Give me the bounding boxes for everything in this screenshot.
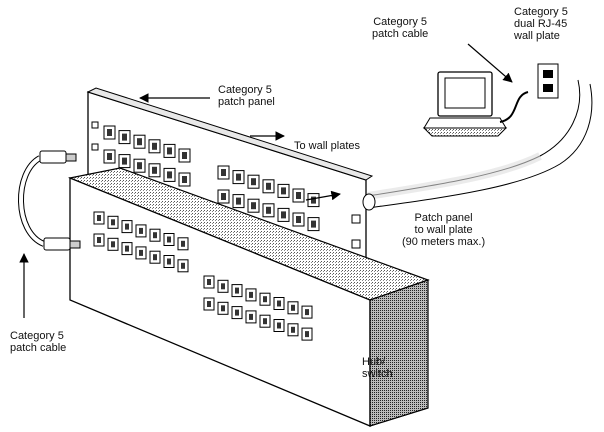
rj45-jack-opening — [266, 206, 271, 214]
rj45-jack-opening — [277, 322, 281, 329]
rj45-jack-opening — [167, 171, 172, 179]
rj45-jack-opening — [153, 254, 157, 261]
label-hub-switch: Hub/switch — [362, 356, 393, 380]
rj45-jack-opening — [263, 296, 267, 303]
hub-ports — [93, 211, 313, 341]
rj45-jack-opening — [221, 193, 226, 200]
rj45-jack-opening — [111, 219, 115, 226]
rj45-jack-opening — [251, 178, 256, 186]
rj45-jack-opening — [266, 182, 271, 190]
patch-panel-ports — [103, 125, 320, 232]
label-text: dual RJ-45 — [514, 18, 568, 30]
rj45-jack-opening — [152, 142, 157, 150]
rj45-jack-opening — [221, 169, 226, 176]
rj45-jack-opening — [311, 220, 316, 228]
arrow-to-wall-plates-2 — [305, 190, 341, 201]
rj45-jack-opening — [281, 211, 286, 219]
label-text: Category 5 — [514, 6, 568, 18]
rj45-jack-opening — [137, 138, 142, 146]
label-text: Category 5 — [10, 330, 64, 342]
arrow-patch-cable-top — [467, 43, 513, 83]
rj45-jack-opening — [235, 309, 239, 316]
rj45-jack-opening — [296, 192, 301, 199]
computer-icon — [422, 71, 529, 137]
rj45-jack-opening — [125, 223, 129, 230]
rj45-jack-opening — [139, 249, 143, 256]
label-to-wall-plates: To wall plates — [294, 140, 361, 152]
rj45-jack-opening — [122, 157, 127, 165]
rj45-jack-opening — [137, 162, 142, 170]
rj45-jack-opening — [236, 173, 241, 181]
rj45-jack-opening — [296, 216, 301, 223]
rj45-jack-opening — [167, 147, 172, 155]
rj45-jack-opening — [111, 241, 115, 248]
label-text: patch cable — [10, 342, 67, 354]
label-text: Hub/ — [362, 356, 386, 368]
label-text: patch cable — [372, 28, 429, 40]
rj45-jack-opening — [107, 153, 112, 160]
rj45-jack-opening — [97, 237, 101, 243]
rj45-jack-opening — [281, 187, 286, 195]
hub-switch — [67, 167, 430, 427]
label-text: patch panel — [218, 96, 275, 108]
rj45-jack-opening — [181, 262, 185, 269]
rj45-jack-opening — [97, 215, 101, 221]
rj45-jack-opening — [122, 133, 127, 141]
label-text: wall plate — [514, 30, 560, 42]
rj45-jack-opening — [249, 291, 253, 298]
rj45-jack-opening — [182, 176, 187, 183]
rj45-jack-opening — [305, 309, 309, 316]
rj45-jack-opening — [305, 331, 309, 338]
horizontal-cable-run — [362, 79, 593, 211]
rj45-jack-opening — [235, 287, 239, 294]
rj45-jack-opening — [251, 202, 256, 210]
rj45-jack-opening — [263, 318, 267, 325]
rj45-jack-opening — [311, 196, 316, 204]
label-text: Category 5 — [373, 16, 428, 28]
rj45-jack-opening — [207, 301, 211, 307]
rj45-jack-opening — [207, 279, 211, 285]
rj45-jack-opening — [139, 227, 143, 234]
rj45-jack-opening — [107, 129, 112, 136]
rj45-jack-opening — [167, 236, 171, 243]
rj45-jack-opening — [277, 300, 281, 307]
rj45-jack-opening — [291, 304, 295, 311]
label-text: (90 meters max.) — [402, 236, 486, 248]
rj45-jack-opening — [125, 245, 129, 252]
rj45-jack-opening — [221, 305, 225, 312]
label-text: Category 5 — [218, 84, 272, 96]
rj45-jack-opening — [182, 152, 187, 159]
rj45-jack-opening — [153, 232, 157, 239]
rj45-jack-opening — [221, 283, 225, 290]
rj45-jack-opening — [181, 240, 185, 247]
wall-plate-icon — [537, 63, 559, 99]
label-text: to wall plate — [414, 224, 473, 236]
rj45-jack-opening — [249, 313, 253, 320]
label-text: Patch panel — [414, 212, 473, 224]
rj45-jack-opening — [167, 258, 171, 265]
rj45-jack-opening — [152, 166, 157, 174]
rj45-jack-opening — [236, 197, 241, 205]
rj45-jack-opening — [291, 326, 295, 333]
label-text: switch — [362, 368, 393, 380]
patch-cable-left — [18, 150, 81, 251]
